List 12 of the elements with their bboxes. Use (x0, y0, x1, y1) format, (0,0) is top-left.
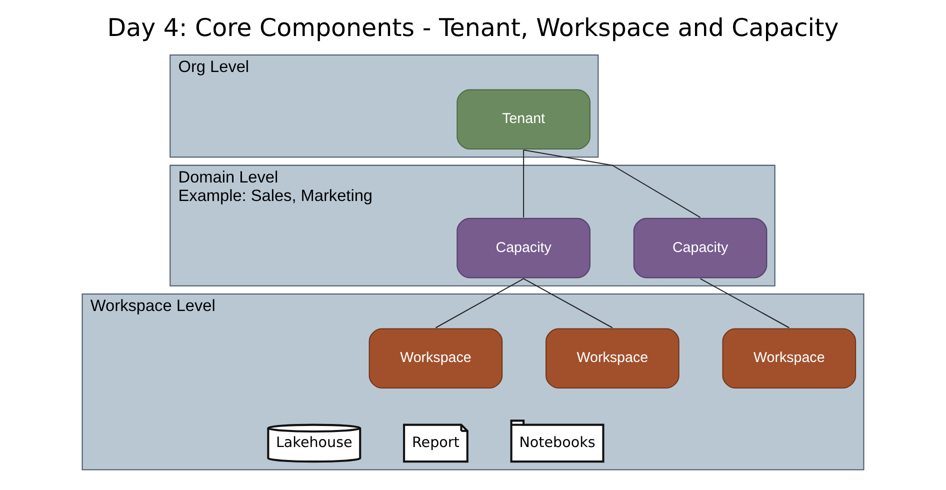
node-box: Capacity (456, 218, 590, 278)
node-box: Workspace (722, 328, 856, 389)
connector (523, 150, 701, 218)
node-box: Workspace (368, 328, 503, 389)
connector (435, 278, 524, 328)
connector (523, 150, 524, 218)
connector (700, 278, 790, 328)
node-box: Capacity (633, 218, 768, 278)
node-box: Workspace (546, 328, 680, 389)
node-box: Tenant (456, 89, 590, 150)
diagram-title: Day 4: Core Components - Tenant, Workspace and Capacity (107, 12, 839, 42)
connector (523, 278, 613, 328)
